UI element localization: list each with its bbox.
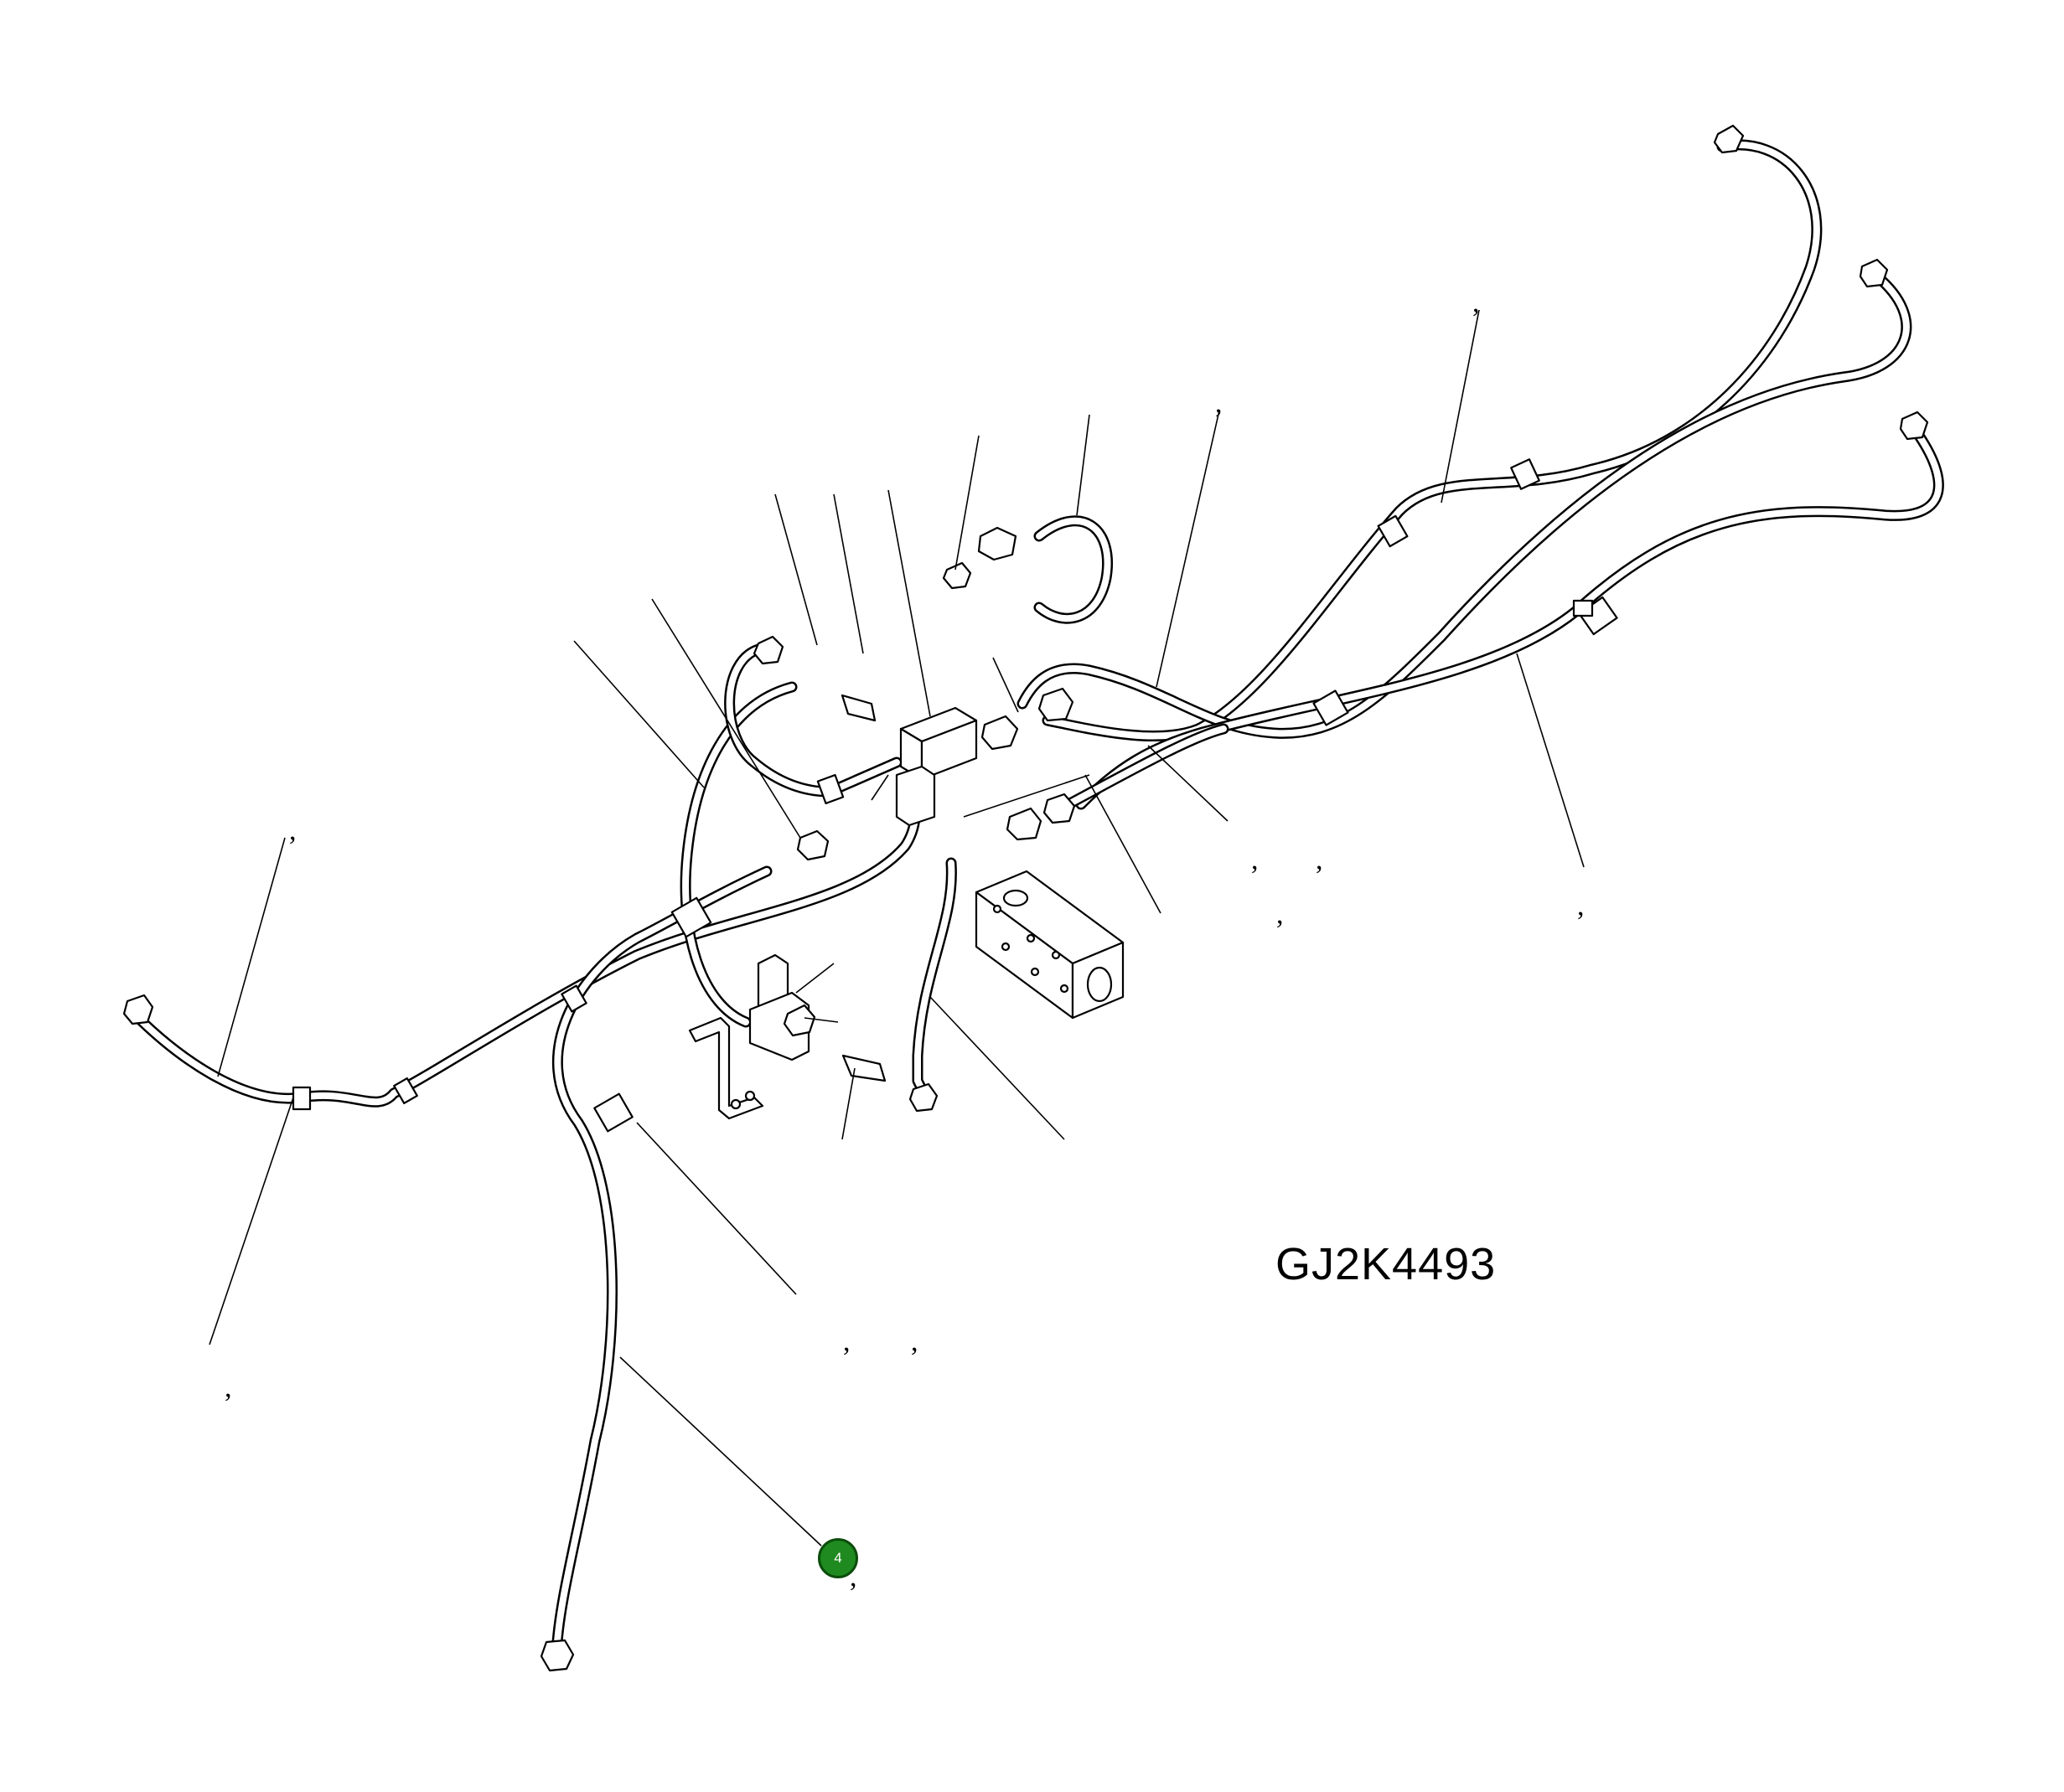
leader-17 bbox=[929, 996, 1065, 1140]
fitting-pin bbox=[841, 1054, 887, 1082]
leader-11 bbox=[1147, 745, 1229, 822]
fittings bbox=[122, 124, 1929, 1672]
leader-1 bbox=[1441, 309, 1480, 504]
hose-bottom-long bbox=[551, 865, 773, 1648]
clamp-8 bbox=[292, 1086, 312, 1111]
leader-4 bbox=[954, 435, 980, 571]
leader-suffix-3: , bbox=[289, 815, 297, 846]
clamp-10 bbox=[561, 984, 587, 1013]
leader-suffix-8: , bbox=[843, 1326, 851, 1357]
leader-19 bbox=[795, 963, 835, 994]
leader-3 bbox=[1076, 414, 1090, 516]
leader-18 bbox=[841, 1067, 856, 1140]
leader-16 bbox=[209, 1097, 294, 1345]
leader-15 bbox=[217, 837, 286, 1077]
callout-badge-4[interactable]: 4 bbox=[818, 1538, 858, 1578]
fitting-adapter-6 bbox=[980, 715, 1019, 751]
callout-suffix: , bbox=[850, 1562, 857, 1593]
bracket bbox=[688, 1016, 764, 1120]
leader-9 bbox=[573, 640, 705, 788]
leader-suffix-4: , bbox=[1251, 844, 1259, 875]
leader-8 bbox=[651, 598, 801, 839]
fitting-bottom-end bbox=[540, 1639, 575, 1672]
leader-suffix-10: , bbox=[225, 1372, 232, 1403]
fitting-adapter-3 bbox=[1037, 687, 1074, 722]
fitting-left-end bbox=[122, 994, 154, 1025]
fitting-right-c bbox=[1899, 411, 1929, 441]
fitting-elbow-2 bbox=[977, 526, 1017, 561]
clamp-4 bbox=[1312, 689, 1349, 726]
leader-suffix-5: , bbox=[1316, 844, 1323, 875]
leader-6 bbox=[833, 493, 864, 654]
drawing-number: GJ2K4493 bbox=[1275, 1239, 1497, 1289]
leader-12 bbox=[1084, 774, 1161, 914]
hose-right-c bbox=[1075, 430, 1944, 810]
clamp-1 bbox=[1377, 514, 1409, 548]
leader-20 bbox=[804, 1017, 839, 1023]
leader-5 bbox=[887, 489, 931, 717]
manifold-block bbox=[975, 870, 1125, 1020]
leader-suffix-7: , bbox=[1577, 891, 1585, 922]
small-valve bbox=[748, 953, 816, 1061]
leader-suffix-9: , bbox=[911, 1326, 918, 1357]
fitting-adapter-1 bbox=[796, 829, 830, 861]
fitting-plug bbox=[841, 694, 877, 722]
clamps bbox=[292, 458, 1618, 1133]
leader-lines bbox=[209, 309, 1585, 1547]
clamp-6 bbox=[670, 896, 712, 938]
leader-23 bbox=[619, 1356, 822, 1547]
clamp-9 bbox=[393, 1077, 418, 1104]
leader-7 bbox=[774, 493, 818, 646]
fitting-tee bbox=[1006, 807, 1042, 841]
leader-13 bbox=[963, 774, 1090, 818]
fitting-adapter-5 bbox=[908, 1082, 939, 1113]
valve-block bbox=[895, 706, 978, 827]
fitting-elbow-1 bbox=[942, 561, 972, 590]
fitting-adapter-4 bbox=[1042, 793, 1076, 824]
clamp-7 bbox=[593, 1092, 634, 1133]
leader-21 bbox=[871, 774, 889, 801]
fitting-right-b bbox=[1859, 258, 1889, 288]
leader-2 bbox=[1156, 410, 1220, 688]
clamp-2 bbox=[1510, 458, 1540, 490]
leader-22 bbox=[636, 1122, 797, 1295]
leader-14 bbox=[1516, 653, 1585, 868]
leader-10 bbox=[992, 657, 1019, 713]
clamp-11 bbox=[816, 773, 845, 805]
leader-suffix-2: , bbox=[1215, 388, 1223, 419]
clamp-5 bbox=[1572, 599, 1594, 617]
leader-suffix-1: , bbox=[1472, 287, 1480, 318]
fitting-adapter-2 bbox=[753, 635, 784, 665]
leader-suffix-6: , bbox=[1276, 899, 1284, 930]
fitting-top-right bbox=[1713, 124, 1745, 154]
